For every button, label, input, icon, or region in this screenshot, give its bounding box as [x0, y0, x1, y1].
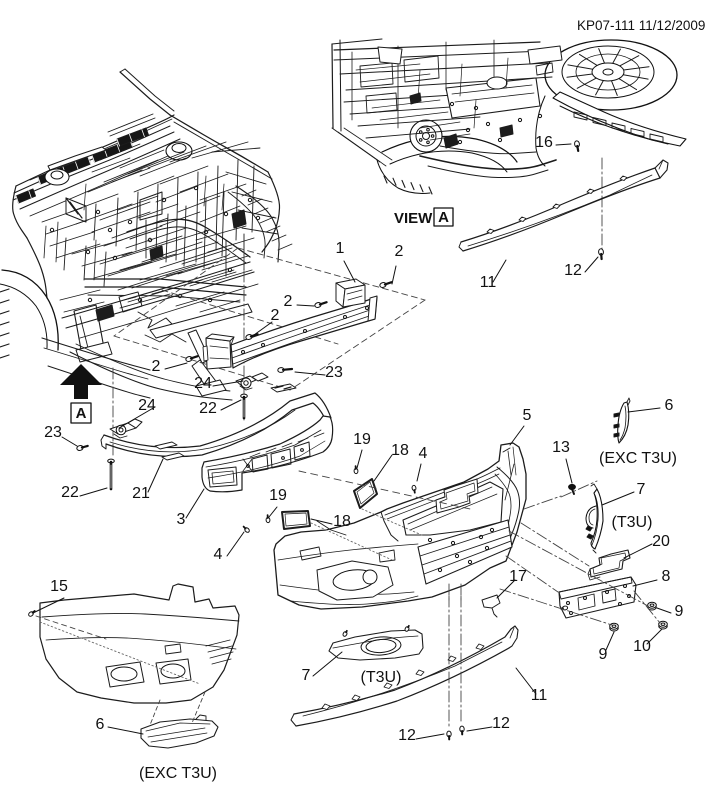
svg-text:17: 17 [509, 568, 527, 585]
svg-text:12: 12 [492, 715, 510, 732]
svg-text:VIEW: VIEW [394, 210, 433, 227]
svg-text:1: 1 [336, 240, 345, 257]
svg-text:11: 11 [531, 687, 548, 704]
svg-text:7: 7 [637, 481, 646, 498]
svg-text:A: A [438, 209, 449, 226]
svg-text:16: 16 [535, 134, 553, 151]
svg-text:18: 18 [391, 442, 409, 459]
svg-text:12: 12 [398, 727, 416, 744]
svg-text:21: 21 [132, 485, 150, 502]
svg-text:3: 3 [177, 511, 186, 528]
svg-text:(EXC T3U): (EXC T3U) [599, 450, 677, 467]
svg-text:22: 22 [61, 484, 79, 501]
svg-text:12: 12 [564, 262, 582, 279]
svg-text:6: 6 [96, 716, 105, 733]
svg-text:11: 11 [480, 274, 497, 291]
svg-text:4: 4 [419, 445, 428, 462]
svg-text:23: 23 [44, 424, 62, 441]
svg-text:19: 19 [269, 487, 287, 504]
svg-text:2: 2 [284, 293, 293, 310]
svg-text:(EXC T3U): (EXC T3U) [139, 765, 217, 782]
svg-text:A: A [76, 405, 87, 422]
svg-text:20: 20 [652, 533, 670, 550]
svg-text:7: 7 [302, 667, 311, 684]
svg-text:22: 22 [199, 400, 217, 417]
svg-text:19: 19 [353, 431, 371, 448]
svg-text:24: 24 [138, 397, 156, 414]
svg-text:6: 6 [665, 397, 674, 414]
svg-text:13: 13 [552, 439, 570, 456]
svg-text:5: 5 [523, 407, 532, 424]
svg-text:2: 2 [395, 243, 404, 260]
svg-text:9: 9 [675, 603, 684, 620]
svg-text:10: 10 [633, 638, 651, 655]
svg-text:2: 2 [271, 307, 280, 324]
svg-text:8: 8 [662, 568, 671, 585]
svg-text:18: 18 [333, 513, 351, 530]
svg-text:15: 15 [50, 578, 68, 595]
svg-text:2: 2 [152, 358, 161, 375]
svg-text:KP07-111 11/12/2009: KP07-111 11/12/2009 [577, 18, 705, 33]
svg-text:(T3U): (T3U) [612, 514, 653, 531]
svg-text:23: 23 [325, 364, 343, 381]
svg-text:(T3U): (T3U) [361, 669, 402, 686]
svg-text:4: 4 [214, 546, 223, 563]
svg-text:9: 9 [599, 646, 608, 663]
svg-text:24: 24 [194, 375, 212, 392]
